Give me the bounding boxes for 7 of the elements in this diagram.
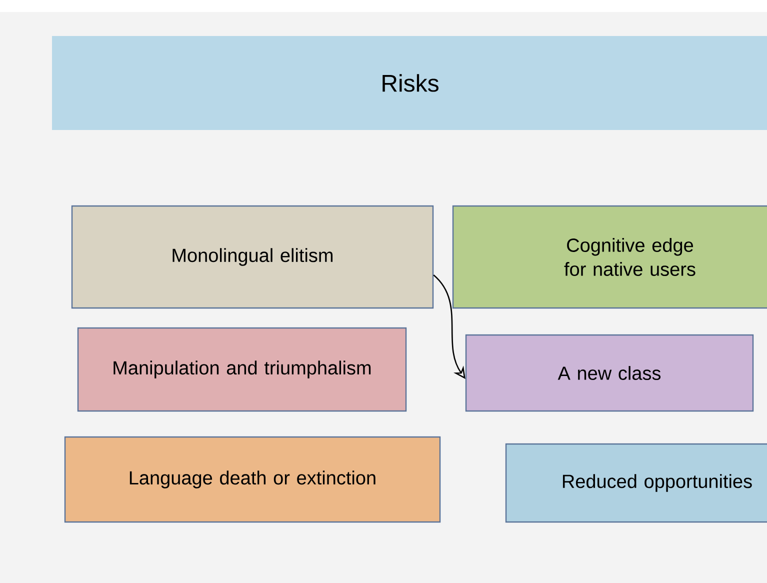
risk-box: Cognitive edge for native users (452, 205, 767, 309)
risk-box: Reduced opportunities (505, 443, 767, 523)
title-band: Risks (52, 36, 767, 130)
risk-box: Language death or extinction (64, 436, 441, 523)
risk-box: Monolingual elitism (71, 205, 434, 309)
risk-box: Manipulation and triumphalism (77, 327, 407, 412)
risk-box: A new class (465, 334, 754, 412)
